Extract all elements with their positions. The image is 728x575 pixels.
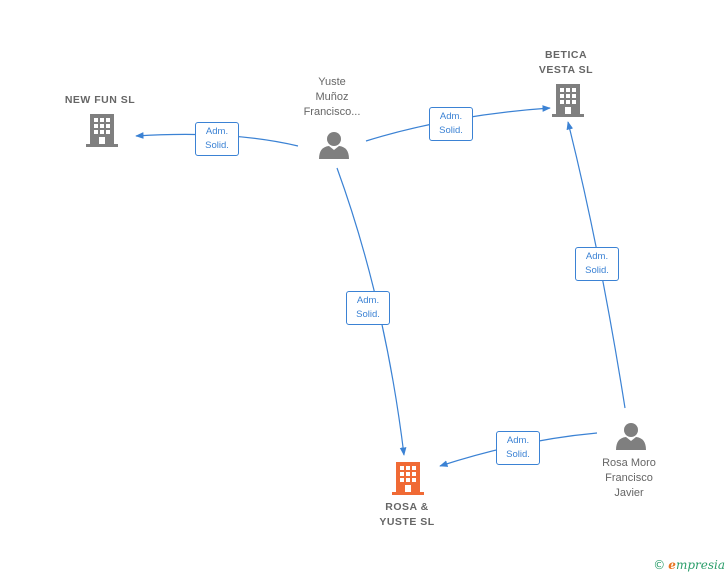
- copyright-icon: ©: [653, 558, 666, 572]
- person-label-rosa-moro[interactable]: Rosa Moro Francisco Javier: [584, 456, 674, 501]
- role-line: Solid.: [585, 265, 609, 276]
- person-label-yuste[interactable]: Yuste Muñoz Francisco...: [287, 75, 377, 120]
- brand-logo-e: e: [668, 558, 676, 572]
- role-line: Adm.: [205, 126, 229, 137]
- role-line: Solid.: [439, 125, 463, 136]
- person-name-line[interactable]: Yuste: [318, 76, 346, 88]
- company-label-new-fun[interactable]: NEW FUN SL: [56, 93, 144, 108]
- edge-label-yuste-newfun[interactable]: Adm. Solid.: [195, 122, 239, 156]
- role-line: Adm.: [439, 111, 463, 122]
- role-line: Solid.: [356, 309, 380, 320]
- role-line: Adm.: [585, 251, 609, 262]
- role-line: Adm.: [506, 435, 530, 446]
- brand-logo-text: mpresia: [675, 558, 725, 572]
- edge-label-yuste-betica[interactable]: Adm. Solid.: [429, 107, 473, 141]
- company-label-betica[interactable]: BETICA VESTA SL: [522, 48, 610, 78]
- person-name-line[interactable]: Francisco: [605, 472, 653, 484]
- company-name-line[interactable]: VESTA SL: [538, 64, 594, 76]
- person-name-line[interactable]: Javier: [614, 487, 644, 499]
- person-name-line[interactable]: Francisco...: [303, 106, 361, 118]
- company-label-rosa-yuste[interactable]: ROSA & YUSTE SL: [363, 500, 451, 530]
- person-name-line[interactable]: Muñoz: [315, 91, 349, 103]
- role-line: Solid.: [506, 449, 530, 460]
- role-line: Adm.: [356, 295, 380, 306]
- company-name-line[interactable]: BETICA: [544, 49, 588, 61]
- person-icon[interactable]: [319, 132, 349, 159]
- company-name[interactable]: NEW FUN SL: [64, 94, 136, 106]
- edge-label-rosamoro-rosayuste[interactable]: Adm. Solid.: [496, 431, 540, 465]
- company-name-line[interactable]: YUSTE SL: [379, 516, 435, 528]
- edge-label-rosamoro-betica[interactable]: Adm. Solid.: [575, 247, 619, 281]
- company-name-line[interactable]: ROSA &: [385, 501, 429, 513]
- edge-label-yuste-rosayuste[interactable]: Adm. Solid.: [346, 291, 390, 325]
- person-icon[interactable]: [616, 423, 646, 450]
- building-icon[interactable]: [86, 114, 118, 147]
- building-icon[interactable]: [552, 84, 584, 117]
- person-name-line[interactable]: Rosa Moro: [602, 457, 656, 469]
- building-icon[interactable]: [392, 462, 424, 495]
- role-line: Solid.: [205, 140, 229, 151]
- brand-footer[interactable]: ©empresia: [653, 558, 725, 572]
